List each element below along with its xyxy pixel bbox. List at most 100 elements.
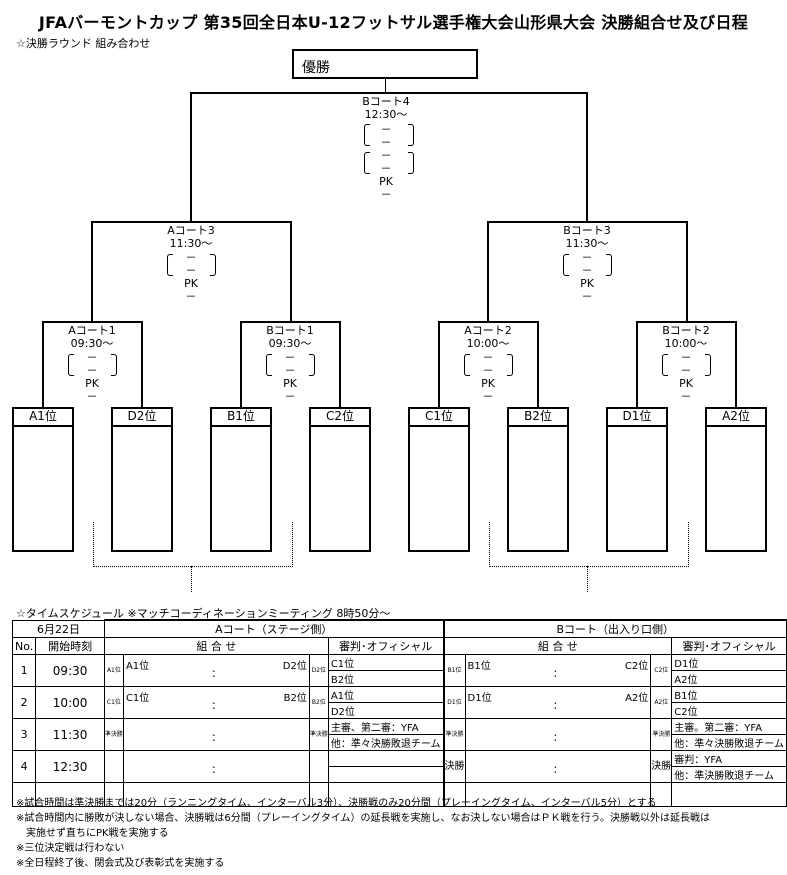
- dotted-connector: [489, 522, 689, 567]
- bracket-paren: [68, 354, 74, 376]
- court-a-left-tag: [103, 750, 124, 783]
- score-away: －: [581, 264, 593, 277]
- team-box: D2位: [111, 407, 173, 552]
- pk-score: －: [581, 290, 593, 303]
- court-b-left-tag: D1位: [442, 686, 466, 719]
- bracket-line: [438, 321, 539, 323]
- notes: ※試合時間は準決勝までは20分（ランニングタイム、インターバル3分）、決勝戦のみ…: [16, 796, 710, 871]
- score-away: －: [284, 364, 296, 377]
- bracket-line: [91, 221, 292, 223]
- pk-score: －: [680, 390, 692, 403]
- team-box: A2位: [705, 407, 767, 552]
- court-a-right-tag: [308, 750, 329, 783]
- bracket-paren: [507, 354, 513, 376]
- start-time: 11:30: [35, 718, 105, 751]
- court-a-matchup: C1位：B2位: [122, 686, 310, 719]
- match-time: 11:30～: [565, 237, 609, 250]
- court-a-official: B2位: [327, 670, 445, 687]
- pk-label: PK: [283, 377, 297, 390]
- court-b-left-tag: B1位: [442, 654, 466, 687]
- team-seed-label: C2位: [311, 409, 369, 427]
- team-box: B1位: [210, 407, 272, 552]
- bracket-line: [190, 92, 192, 222]
- court-a-matchup: A1位：D2位: [122, 654, 310, 687]
- vs-colon: ：: [552, 733, 563, 744]
- bracket-line: [686, 221, 688, 322]
- court-b-matchup: B1位：C2位: [464, 654, 652, 687]
- score-home: －: [680, 351, 692, 364]
- schedule-date: 6月22日: [12, 619, 105, 638]
- bracket-paren: [606, 254, 612, 276]
- bracket-line: [339, 321, 341, 408]
- bracket-line: [636, 321, 638, 408]
- score-away: －: [380, 136, 392, 149]
- col-time-header: 開始時刻: [35, 637, 105, 655]
- start-time: 10:00: [35, 686, 105, 719]
- team-left: B1位: [467, 661, 491, 672]
- team-box: A1位: [12, 407, 74, 552]
- winner-box: 優勝: [292, 49, 478, 79]
- match-no: 4: [11, 750, 37, 783]
- team-seed-label: D2位: [113, 409, 171, 427]
- score-home: －: [86, 351, 98, 364]
- court-b-header: Bコート（出入り口側）: [442, 619, 787, 638]
- bracket-line: [290, 221, 292, 322]
- qf-match-label: Bコート2 10:00～ － － PK －: [656, 324, 716, 403]
- match-no: 1: [11, 654, 37, 687]
- col-match-header: 組 合 せ: [103, 637, 329, 655]
- bracket-paren: [705, 354, 711, 376]
- score-home: －: [482, 351, 494, 364]
- schedule-row-empty: [11, 782, 787, 807]
- schedule-row-sub: 他：準々決勝敗退チーム他：準々決勝敗退チーム: [13, 734, 787, 751]
- court-b-official: C2位: [671, 702, 787, 719]
- final-match-label: Bコート4 12:30～ － － － － PK －: [355, 95, 417, 201]
- court-a-left-tag: C1位: [103, 686, 124, 719]
- score-away: －: [482, 364, 494, 377]
- bracket-paren: [364, 124, 370, 146]
- team-seed-label: A1位: [14, 409, 72, 427]
- team-seed-label: B2位: [509, 409, 567, 427]
- score-away: －: [185, 264, 197, 277]
- court-a-official: 他：準々決勝敗退チーム: [327, 734, 445, 751]
- bracket-paren: [408, 152, 414, 174]
- match-no: 3: [11, 718, 37, 751]
- match-time: 12:30～: [364, 108, 408, 121]
- court-a-right-tag: B2位: [308, 686, 329, 719]
- court-b-right-tag: 決勝: [650, 750, 673, 783]
- court-a-left-tag: A1位: [103, 654, 124, 687]
- court-b-matchup: D1位：A2位: [464, 686, 652, 719]
- dotted-connector: [191, 566, 192, 592]
- bracket-line: [240, 321, 242, 408]
- court-b-matchup: ：: [464, 718, 652, 751]
- court-b-referee: B1位: [671, 686, 787, 703]
- et-home: －: [380, 149, 392, 162]
- pk-score: －: [380, 188, 392, 201]
- court-b-right-tag: C2位: [650, 654, 673, 687]
- pk-score: －: [284, 390, 296, 403]
- col-no-header: No.: [11, 637, 37, 655]
- note-line: ※試合時間内に勝敗が決しない場合、決勝戦は6分間（プレーイングタイム）の延長戦を…: [16, 813, 710, 824]
- pk-label: PK: [379, 175, 393, 188]
- team-left: D1位: [467, 693, 492, 704]
- bracket-line: [385, 79, 386, 93]
- court-a-official: D2位: [327, 702, 445, 719]
- pk-label: PK: [184, 277, 198, 290]
- court-a-referee: 主審、第二審：YFA: [327, 718, 445, 735]
- col-ref-header: 審判･オフィシャル: [671, 637, 787, 655]
- schedule-table: 6月22日 Aコート（ステージ側） Bコート（出入り口側） No. 開始時刻 組…: [11, 619, 787, 807]
- court-b-left-tag: 準決勝: [442, 718, 466, 751]
- court-b-official: 他：準決勝敗退チーム: [671, 766, 787, 783]
- court-a-matchup: ：: [122, 750, 310, 783]
- vs-colon: ：: [552, 701, 563, 712]
- semi-right-match-label: Bコート3 11:30～ － － PK －: [557, 224, 617, 303]
- court-b-right-tag: A2位: [650, 686, 673, 719]
- match-court: Aコート1: [68, 324, 116, 337]
- team-seed-label: A2位: [707, 409, 765, 427]
- dotted-connector: [587, 566, 588, 592]
- qf-match-label: Bコート1 09:30～ － － PK －: [260, 324, 320, 403]
- bracket-line: [438, 321, 440, 408]
- match-no: 2: [11, 686, 37, 719]
